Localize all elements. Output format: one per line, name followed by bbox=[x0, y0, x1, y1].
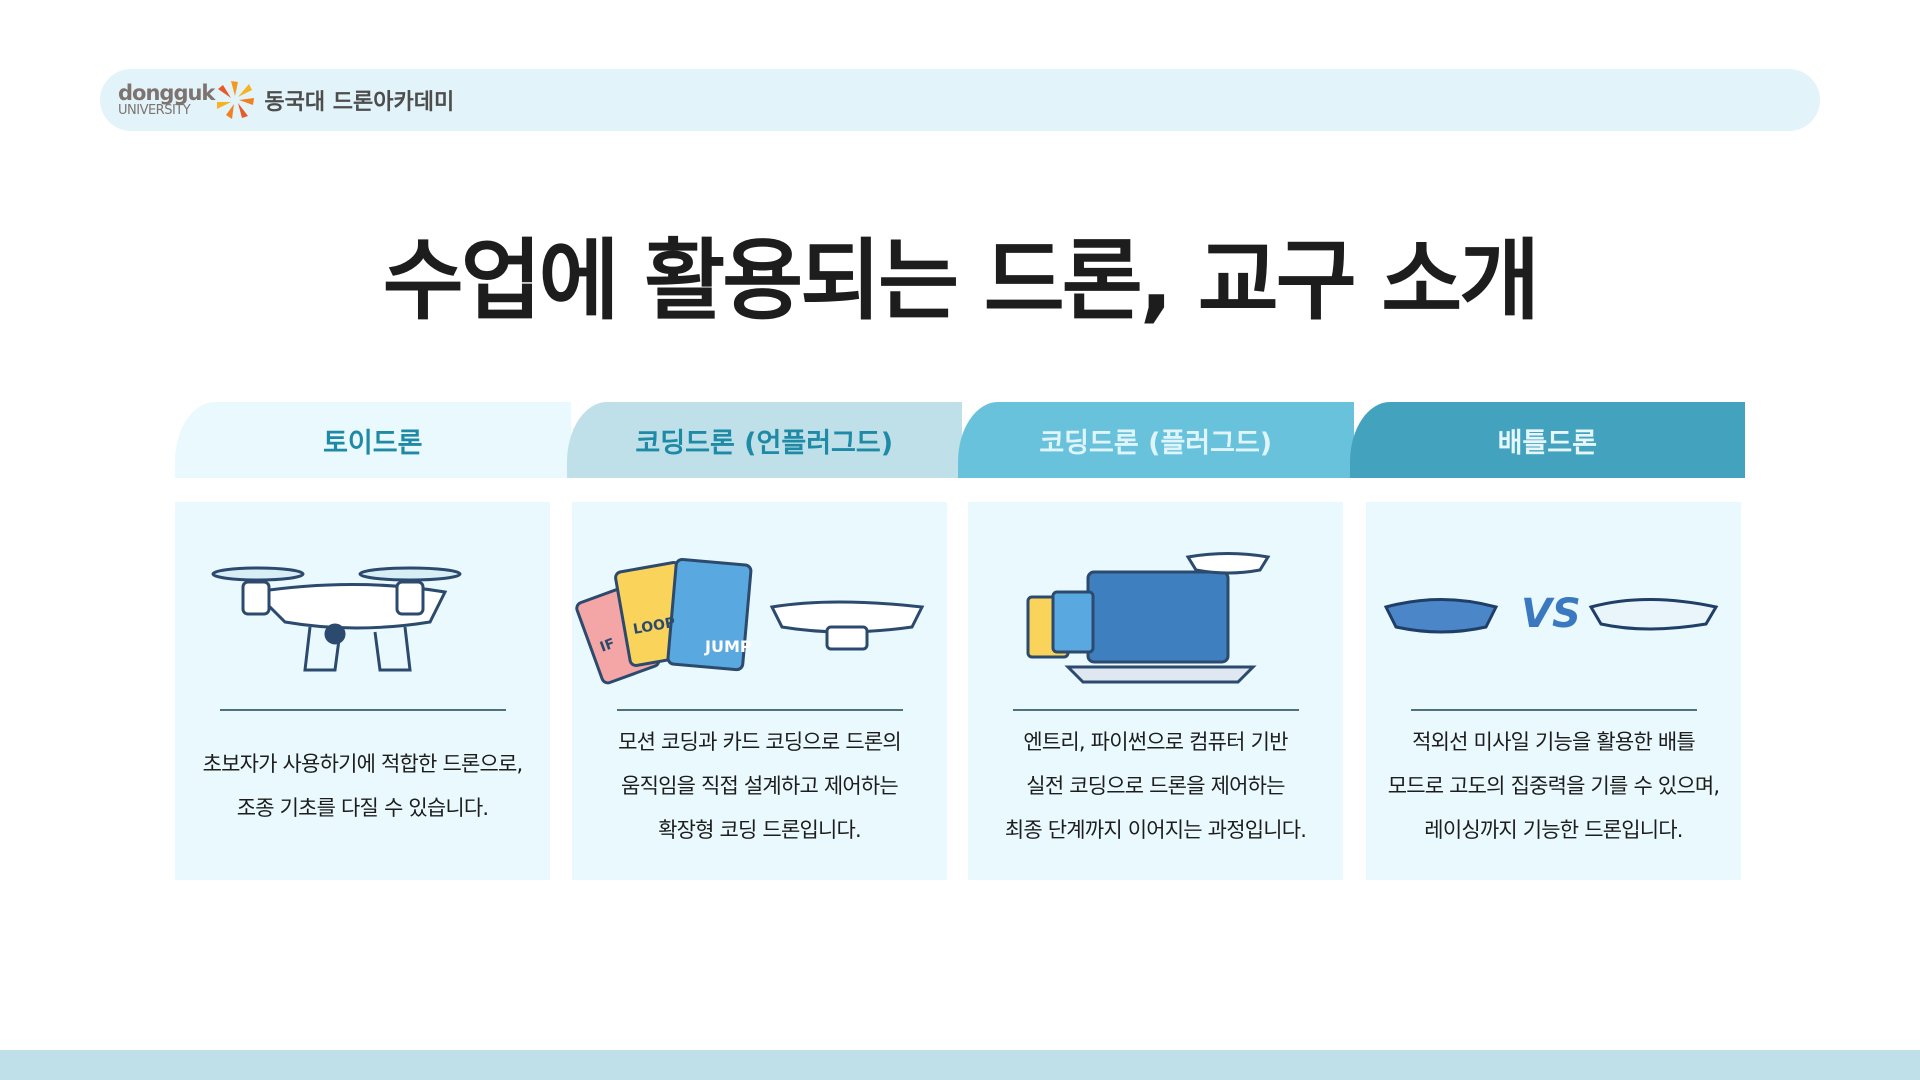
toy-drone-illustration bbox=[211, 566, 462, 672]
tab-toy-drone[interactable]: 토이드론 bbox=[175, 402, 571, 478]
laptop-drone-illustration bbox=[1026, 552, 1271, 684]
divider bbox=[1411, 709, 1697, 711]
desc-line: 레이싱까지 기능한 드론입니다. bbox=[1424, 818, 1683, 842]
footer-bar bbox=[0, 1050, 1920, 1080]
card-battle-drone: VS 적외선 미사일 기능을 활용한 배틀 모드로 고도의 집중력을 기를 수 … bbox=[1366, 502, 1741, 880]
desc-line: 조종 기초를 다질 수 있습니다. bbox=[236, 796, 489, 820]
desc-line: 모션 코딩과 카드 코딩으로 드론의 bbox=[618, 730, 902, 754]
card-coding-drone-unplugged: IF LOOP JUMP 모션 코딩과 카드 코딩으로 드론의 움직임을 직접 … bbox=[572, 502, 947, 880]
card-description: 적외선 미사일 기능을 활용한 배틀 모드로 고도의 집중력을 기를 수 있으며… bbox=[1366, 720, 1741, 852]
tab-battle-drone[interactable]: 배틀드론 bbox=[1349, 402, 1745, 478]
card-toy-drone: 초보자가 사용하기에 적합한 드론으로, 조종 기초를 다질 수 있습니다. bbox=[175, 502, 550, 880]
logo-burst-icon bbox=[217, 81, 255, 119]
if-card-label: IF bbox=[598, 636, 617, 656]
battle-drones-illustration: VS bbox=[1383, 591, 1719, 637]
logo-line2: UNIVERSITY bbox=[118, 103, 191, 118]
desc-line: 적외선 미사일 기능을 활용한 배틀 bbox=[1412, 730, 1696, 754]
academy-name: 동국대 드론아카데미 bbox=[264, 90, 455, 115]
logo-line1: dongguk bbox=[118, 81, 215, 105]
desc-line: 최종 단계까지 이어지는 과정입니다. bbox=[1004, 818, 1307, 842]
category-tabs: 토이드론 코딩드론 (언플러그드) 코딩드론 (플러그드) 배틀드론 bbox=[175, 402, 1745, 478]
loop-card-label: LOOP bbox=[632, 615, 677, 638]
desc-line: 모드로 고도의 집중력을 기를 수 있으며, bbox=[1387, 774, 1720, 798]
divider bbox=[617, 709, 903, 711]
divider bbox=[1013, 709, 1299, 711]
card-description: 초보자가 사용하기에 적합한 드론으로, 조종 기초를 다질 수 있습니다. bbox=[175, 742, 550, 830]
tab-coding-drone-unplugged[interactable]: 코딩드론 (언플러그드) bbox=[566, 402, 962, 478]
university-logo: dongguk UNIVERSITY bbox=[118, 81, 215, 118]
page-title: 수업에 활용되는 드론, 교구 소개 bbox=[382, 229, 1540, 332]
desc-line: 움직임을 직접 설계하고 제어하는 bbox=[621, 774, 899, 798]
desc-line: 실전 코딩으로 드론을 제어하는 bbox=[1026, 774, 1285, 798]
card-coding-drone-plugged: 엔트리, 파이썬으로 컴퓨터 기반 실전 코딩으로 드론을 제어하는 최종 단계… bbox=[968, 502, 1343, 880]
desc-line: 엔트리, 파이썬으로 컴퓨터 기반 bbox=[1023, 730, 1288, 754]
jump-card-label: JUMP bbox=[704, 637, 752, 656]
header-bar: dongguk UNIVERSITY 동국대 드론아카데미 bbox=[100, 69, 1820, 131]
desc-line: 확장형 코딩 드론입니다. bbox=[658, 818, 862, 842]
card-description: 모션 코딩과 카드 코딩으로 드론의 움직임을 직접 설계하고 제어하는 확장형… bbox=[572, 720, 947, 852]
vs-label: VS bbox=[1521, 591, 1581, 637]
desc-line: 초보자가 사용하기에 적합한 드론으로, bbox=[202, 752, 524, 776]
divider bbox=[220, 709, 506, 711]
tab-coding-drone-plugged[interactable]: 코딩드론 (플러그드) bbox=[958, 402, 1354, 478]
card-description: 엔트리, 파이썬으로 컴퓨터 기반 실전 코딩으로 드론을 제어하는 최종 단계… bbox=[968, 720, 1343, 852]
coding-cards-drone-illustration: IF LOOP JUMP bbox=[575, 557, 925, 685]
